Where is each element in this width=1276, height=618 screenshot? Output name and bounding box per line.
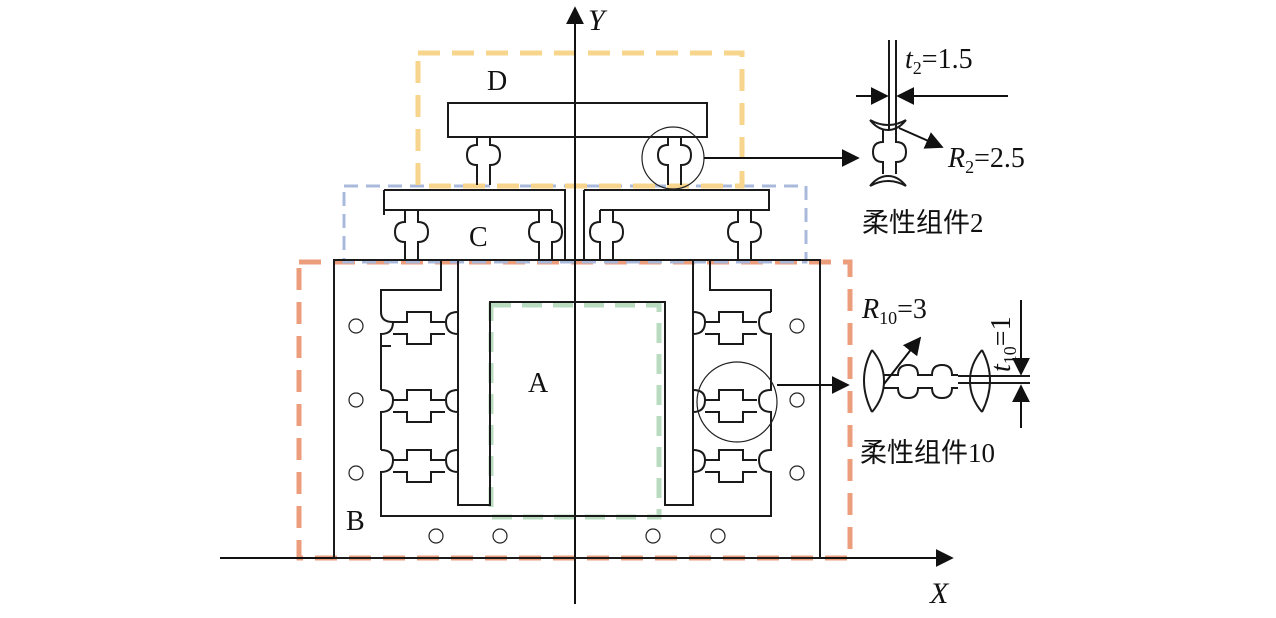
x-axis-label: X xyxy=(929,577,950,610)
flex2-caption: 柔性组件2 xyxy=(862,208,984,238)
left-flexure-column xyxy=(380,311,459,490)
right-flexure-column xyxy=(692,311,772,490)
stage-c-structure xyxy=(383,189,770,260)
flex10-radius-text: R10=3 xyxy=(861,294,927,328)
flex10-caption: 柔性组件10 xyxy=(860,438,995,468)
flex10-radius-arrow xyxy=(883,336,922,385)
flex10-detail-shape xyxy=(863,349,1030,413)
region-a-label: A xyxy=(528,368,549,399)
y-axis-label: Y xyxy=(588,4,608,37)
region-d-box xyxy=(415,50,745,189)
region-d-label: D xyxy=(487,66,507,97)
flex2-radius-text: R2=2.5 xyxy=(947,143,1025,177)
region-c-label: C xyxy=(469,222,488,253)
region-b-label: B xyxy=(346,506,365,537)
flex10-callout-circle xyxy=(696,361,778,443)
flex2-detail-shape xyxy=(869,40,908,187)
stage-d-structure xyxy=(447,102,708,185)
flex10-thickness-text: t10=1 xyxy=(986,316,1020,372)
mounting-holes xyxy=(348,318,805,544)
flex2-radius-arrow xyxy=(898,127,944,149)
stage-b-left-arm xyxy=(380,260,772,517)
flex2-thickness-text: t2=1.5 xyxy=(905,44,973,78)
stage-b-frame xyxy=(333,259,821,559)
